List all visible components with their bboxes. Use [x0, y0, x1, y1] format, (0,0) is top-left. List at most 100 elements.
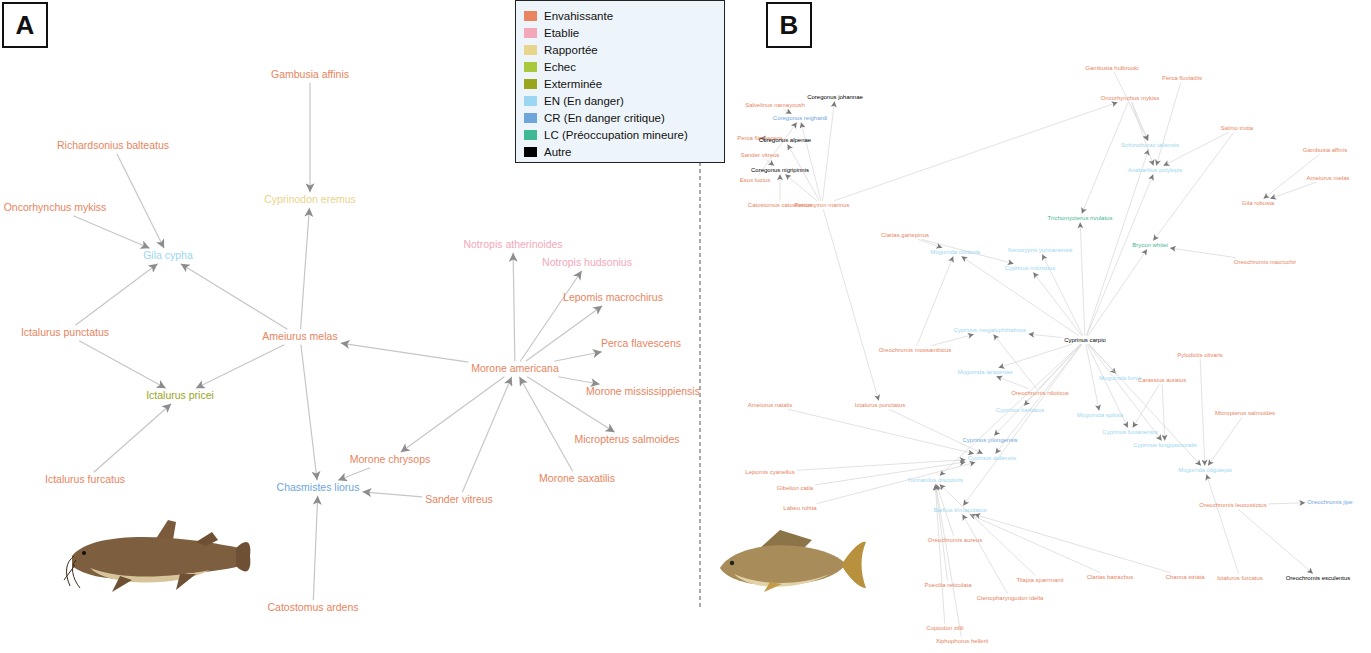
species-label: Coregonus nigripinnis [749, 166, 811, 175]
species-name: Xiphophorus hellerii [936, 638, 989, 645]
species-name: Gambusia affinis [1303, 147, 1348, 154]
species-name: Oreochromis aureus [928, 537, 982, 544]
interaction-arrow [918, 239, 943, 247]
legend-swatch [524, 147, 537, 157]
carp-belly [734, 574, 830, 587]
species-name: Cyprinodon eremus [264, 194, 356, 206]
interaction-arrow [1270, 182, 1316, 198]
species-name: Cyprinus longipectoralis [1133, 442, 1197, 449]
interaction-arrow [815, 462, 965, 485]
interaction-arrow [935, 484, 944, 623]
interaction-arrow [780, 174, 781, 200]
species-label: Cyprinus carpio [1062, 336, 1108, 345]
interaction-arrow [1153, 132, 1234, 240]
interaction-arrow [1087, 174, 1153, 335]
interaction-arrow [1170, 248, 1236, 258]
legend-swatch [524, 45, 537, 55]
species-name: Clarias batrachus [1087, 574, 1134, 581]
legend-row: Rapportée [524, 41, 716, 58]
species-label: Ictalurus furcatus [1215, 574, 1265, 583]
legend-swatch [524, 130, 537, 140]
species-label: Ictalurus punctatus [853, 401, 907, 410]
adipose-fin [196, 532, 218, 546]
species-name: Ictalurus pricei [146, 390, 214, 402]
species-name: Mogurnda spilota [1077, 412, 1123, 419]
species-label: Perca flavescens [598, 336, 684, 352]
species-label: Xiphophorus hellerii [934, 637, 991, 646]
legend-text: CR (En danger critique) [544, 112, 665, 124]
interaction-arrow [1208, 417, 1242, 465]
species-name: Mogurnda clivicola [930, 249, 980, 256]
species-label: Oreochromis esculentus [1284, 574, 1353, 583]
legend-row: EN (En danger) [524, 92, 716, 109]
interaction-arrow [963, 344, 1082, 505]
species-name: Morone americana [471, 363, 559, 375]
species-label: Micropterus salmoides [1213, 409, 1277, 418]
interaction-arrow [301, 208, 310, 329]
species-name: Oreochromis mossambicus [879, 347, 952, 354]
species-label: Oreochromis macrochir [1232, 258, 1298, 267]
interaction-arrow [1114, 72, 1148, 140]
species-name: Lepomis cyanellus [745, 469, 794, 476]
species-name: Cyprinus barbatus [996, 407, 1045, 414]
species-label: Ameiurus melas [259, 329, 340, 345]
species-name: Catostomus ardens [267, 602, 358, 614]
species-label: Sander vitreus [739, 151, 782, 160]
species-name: Coregonus alpenae [759, 137, 811, 144]
legend-row: CR (En danger critique) [524, 109, 716, 126]
interaction-arrow [766, 159, 775, 165]
species-name: Morone chrysops [350, 454, 431, 466]
interaction-arrow [554, 352, 602, 361]
panel-letter: A [2, 2, 48, 48]
interaction-arrow [834, 102, 1117, 200]
interaction-arrow [1206, 474, 1238, 573]
interaction-arrow [181, 264, 288, 329]
species-name: Ictalurus furcatus [1217, 575, 1263, 582]
interaction-arrow [520, 271, 581, 361]
species-name: Mogurnda oligolepis [1178, 467, 1232, 474]
interaction-arrow [961, 256, 1078, 335]
interaction-arrow [1131, 102, 1153, 165]
interaction-arrow [519, 377, 572, 471]
interaction-arrow [73, 216, 149, 248]
species-name: Oreochromis niloticus [1011, 390, 1069, 397]
interaction-arrow [1088, 344, 1161, 440]
species-label: Gambusia affinis [1301, 146, 1350, 155]
species-name: Richardsonius balteatus [57, 140, 169, 152]
interaction-arrow [309, 83, 310, 192]
species-label: Oreochromis mossambicus [877, 346, 954, 355]
interaction-arrow [1033, 272, 1081, 335]
species-label: Gambusia affinis [268, 67, 352, 83]
interaction-arrow [341, 343, 469, 362]
species-name: Oreochromis esculentus [1286, 575, 1351, 582]
species-name: Pylodictis olivaris [1177, 352, 1223, 359]
tail-fin [236, 542, 250, 572]
species-label: Morone chrysops [347, 452, 434, 468]
species-label: Oncorhynchus mykiss [1099, 94, 1162, 103]
species-name: Perca flavescens [601, 338, 681, 350]
species-label: Labeo rohita [781, 504, 818, 513]
species-name: Oncorhynchus mykiss [4, 202, 107, 214]
species-label: Cyprinus micristius [1003, 264, 1057, 273]
legend-swatch [524, 96, 537, 106]
legend-row: LC (Préoccupation mineure) [524, 126, 716, 143]
species-name: Notropis atherinoides [463, 239, 562, 251]
interaction-arrow [817, 462, 976, 503]
species-name: Lepomis macrochirus [563, 292, 663, 304]
species-label: Catostomus ardens [264, 600, 361, 616]
species-label: Channa striata [1163, 573, 1206, 582]
interaction-arrow [1163, 132, 1228, 165]
interaction-arrow [527, 377, 614, 432]
species-name: Sander vitreus [741, 152, 780, 159]
interaction-arrow [785, 174, 817, 200]
species-name: Barbus trimaculatus [933, 507, 986, 514]
interaction-arrow [301, 345, 317, 480]
species-label: Salmo trutta [1219, 124, 1255, 133]
species-label: Gila cypha [140, 248, 196, 264]
legend-row: Echec [524, 58, 716, 75]
interaction-arrow [823, 209, 879, 400]
species-label: Morone americana [468, 361, 562, 377]
interaction-arrow [940, 344, 1081, 475]
legend-swatch [524, 62, 537, 72]
species-name: Gambusia affinis [271, 69, 349, 81]
